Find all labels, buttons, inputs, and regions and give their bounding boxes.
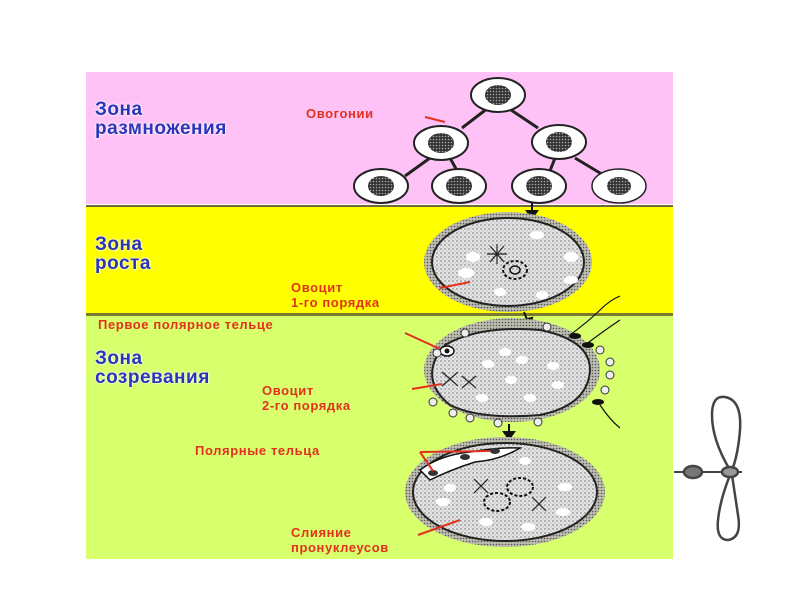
- zone-title-line: роста: [95, 253, 151, 274]
- fertilized-egg: [405, 437, 605, 547]
- oogonium-cell: [431, 168, 487, 204]
- label-primary-oocyte: Овоцит 1-го порядка: [291, 280, 380, 310]
- oogonium-cell: [591, 168, 647, 204]
- oogonium-cell: [353, 168, 409, 204]
- label-line: Слияние: [291, 525, 352, 540]
- zone-title-line: созревания: [95, 367, 210, 388]
- label-first-polar-body: Первое полярное тельце: [98, 317, 274, 332]
- zone-title-line: Зона: [95, 99, 143, 120]
- secondary-oocyte: [424, 295, 621, 429]
- oogonium-cell: [511, 168, 567, 204]
- label-polar-bodies: Полярные тельца: [195, 443, 320, 458]
- zone-title-reproduction: Зона размножения: [95, 100, 227, 138]
- oogonium-cell: [470, 77, 526, 113]
- label-line: пронуклеусов: [291, 540, 389, 555]
- oogonium-cell: [413, 125, 469, 161]
- chromosome-illustration: [674, 395, 742, 542]
- label-line: Овоцит: [291, 280, 343, 295]
- label-line: 2-го порядка: [262, 398, 351, 413]
- label-line: 1-го порядка: [291, 295, 380, 310]
- arrow-down-icon: [502, 424, 516, 441]
- label-oogonia: Овогонии: [306, 106, 374, 121]
- label-line: Овоцит: [262, 383, 314, 398]
- oogonium-cell: [531, 124, 587, 160]
- zone-title-line: Зона: [95, 234, 143, 255]
- zone-title-maturation: Зона созревания: [95, 349, 210, 387]
- zone-title-growth: Зона роста: [95, 235, 151, 273]
- zone-title-line: размножения: [95, 118, 227, 139]
- label-pronuclei-fusion: Слияние пронуклеусов: [291, 525, 389, 555]
- zone-title-line: Зона: [95, 348, 143, 369]
- primary-oocyte: [424, 212, 592, 312]
- label-secondary-oocyte: Овоцит 2-го порядка: [262, 383, 351, 413]
